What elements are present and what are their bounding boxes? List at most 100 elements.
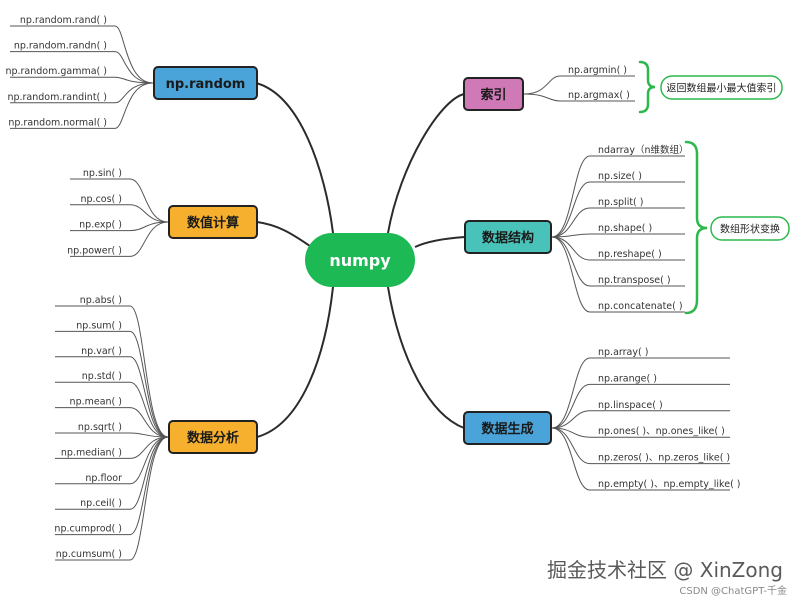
- branch-generate: [387, 286, 465, 429]
- leaf-connector: [55, 436, 169, 459]
- leaf-connector: [551, 427, 730, 438]
- leaf-connector: [551, 181, 685, 238]
- leaf-item-analysis[interactable]: np.floor: [85, 473, 122, 484]
- leaf-item-structure[interactable]: ndarray（n维数组）: [598, 144, 688, 156]
- leaf-connector: [55, 356, 169, 438]
- branch-calc: [256, 221, 311, 247]
- watermark: 掘金技术社区 @ XinZong CSDN @ChatGPT-千金: [547, 558, 787, 597]
- topic-random-box: [153, 66, 258, 100]
- leaf-item-index[interactable]: np.argmax( ): [568, 90, 630, 101]
- leaf-connector: [55, 436, 169, 485]
- leaf-connector: [551, 383, 730, 429]
- leaf-connectors: [10, 25, 730, 561]
- index-bracket: [638, 60, 656, 114]
- leaf-item-generate[interactable]: np.ones( )、np.ones_like( ): [598, 426, 725, 437]
- branch-analysis: [256, 286, 334, 438]
- leaf-item-random[interactable]: np.random.rand( ): [20, 15, 107, 26]
- leaf-connector: [10, 76, 154, 84]
- leaf-item-analysis[interactable]: np.cumsum( ): [56, 549, 122, 560]
- leaf-item-calc[interactable]: np.power( ): [67, 245, 122, 256]
- leaf-item-structure[interactable]: np.reshape( ): [598, 249, 662, 260]
- leaf-item-analysis[interactable]: np.sqrt( ): [78, 422, 122, 433]
- topic-generate-box: [463, 411, 552, 445]
- leaf-connector: [55, 432, 169, 438]
- leaf-item-structure[interactable]: np.size( ): [598, 171, 642, 182]
- leaf-connector: [55, 407, 169, 438]
- topic-structure[interactable]: 数据结构: [464, 220, 552, 254]
- leaf-item-calc[interactable]: np.cos( ): [81, 194, 123, 205]
- leaf-item-index[interactable]: np.argmin( ): [568, 65, 627, 76]
- leaf-connector: [551, 207, 685, 238]
- leaf-item-analysis[interactable]: np.ceil( ): [80, 498, 122, 509]
- leaf-item-analysis[interactable]: np.abs( ): [80, 295, 122, 306]
- topic-structure-box: [464, 220, 552, 254]
- brackets: [638, 60, 708, 315]
- leaf-item-calc[interactable]: np.exp( ): [79, 220, 122, 231]
- index-note: 返回数组最小最大值索引: [660, 75, 783, 100]
- leaf-connector: [551, 236, 685, 287]
- topic-index-label: 索引: [480, 87, 506, 103]
- topic-index[interactable]: 索引: [463, 77, 524, 111]
- leaf-item-generate[interactable]: np.zeros( )、np.zeros_like( ): [598, 453, 730, 464]
- index-note-text: 返回数组最小最大值索引: [667, 82, 777, 95]
- leaf-item-random[interactable]: np.random.randn( ): [14, 41, 107, 52]
- leaf-item-analysis[interactable]: np.cumprod( ): [54, 524, 122, 535]
- watermark-main: 掘金技术社区 @ XinZong: [547, 558, 783, 582]
- leaf-connector: [551, 427, 730, 465]
- leaf-item-generate[interactable]: np.array( ): [598, 347, 648, 358]
- leaf-item-random[interactable]: np.random.gamma( ): [5, 66, 107, 77]
- leaf-connector: [551, 236, 685, 313]
- leaf-item-generate[interactable]: np.empty( )、np.empty_like( ): [598, 479, 741, 490]
- leaf-connector: [70, 221, 169, 257]
- leaf-item-generate[interactable]: np.linspace( ): [598, 400, 663, 411]
- leaf-item-structure[interactable]: np.transpose( ): [598, 275, 671, 286]
- leaf-connector: [55, 436, 169, 561]
- topic-random[interactable]: np.random: [153, 66, 258, 100]
- leaf-connector: [551, 233, 685, 238]
- topic-analysis-label: 数据分析: [187, 430, 239, 446]
- structure-note-text: 数组形状变换: [720, 223, 780, 236]
- topic-generate[interactable]: 数据生成: [463, 411, 552, 445]
- leaf-connector: [551, 236, 685, 261]
- leaf-item-generate[interactable]: np.arange( ): [598, 373, 657, 384]
- topic-calc[interactable]: 数值计算: [168, 205, 258, 239]
- main-branches: [255, 82, 466, 438]
- topic-calc-box: [168, 205, 258, 239]
- leaf-connector: [70, 204, 169, 223]
- leaf-item-calc[interactable]: np.sin( ): [83, 168, 122, 179]
- leaf-connector: [70, 221, 169, 232]
- leaf-item-random[interactable]: np.random.randint( ): [7, 92, 107, 103]
- leaf-connector: [551, 427, 730, 491]
- leaf-connector: [55, 330, 169, 438]
- leaf-connector: [10, 82, 154, 104]
- leaf-connector: [551, 155, 685, 238]
- leaf-connector: [55, 381, 169, 438]
- topic-generate-label: 数据生成: [481, 421, 533, 437]
- leaf-item-structure[interactable]: np.shape( ): [598, 223, 652, 234]
- leaf-connector: [70, 178, 169, 223]
- root-node-box: [305, 233, 415, 287]
- leaf-item-analysis[interactable]: np.var( ): [81, 346, 122, 357]
- branch-index: [387, 93, 465, 234]
- branch-structure: [414, 236, 466, 248]
- leaf-connector: [551, 410, 730, 429]
- leaf-connector: [10, 25, 154, 84]
- leaf-item-analysis[interactable]: np.sum( ): [76, 320, 122, 331]
- branch-random: [255, 82, 334, 234]
- leaf-item-analysis[interactable]: np.std( ): [82, 371, 122, 382]
- leaf-connector: [55, 305, 169, 438]
- structure-bracket: [684, 140, 708, 315]
- root-node[interactable]: numpy: [305, 233, 415, 287]
- leaf-item-structure[interactable]: np.split( ): [598, 197, 644, 208]
- structure-note: 数组形状变换: [710, 216, 790, 241]
- leaf-item-random[interactable]: np.random.normal( ): [8, 117, 107, 128]
- leaf-connector: [10, 51, 154, 84]
- root-label: numpy: [329, 251, 391, 270]
- leaf-item-analysis[interactable]: np.median( ): [61, 447, 122, 458]
- leaf-labels: np.random.rand( ) np.random.randn( ) np.ra…: [5, 15, 740, 560]
- topic-analysis[interactable]: 数据分析: [168, 420, 258, 454]
- leaf-item-structure[interactable]: np.concatenate( ): [598, 301, 683, 312]
- leaf-connector: [551, 357, 730, 429]
- leaf-item-analysis[interactable]: np.mean( ): [70, 397, 122, 408]
